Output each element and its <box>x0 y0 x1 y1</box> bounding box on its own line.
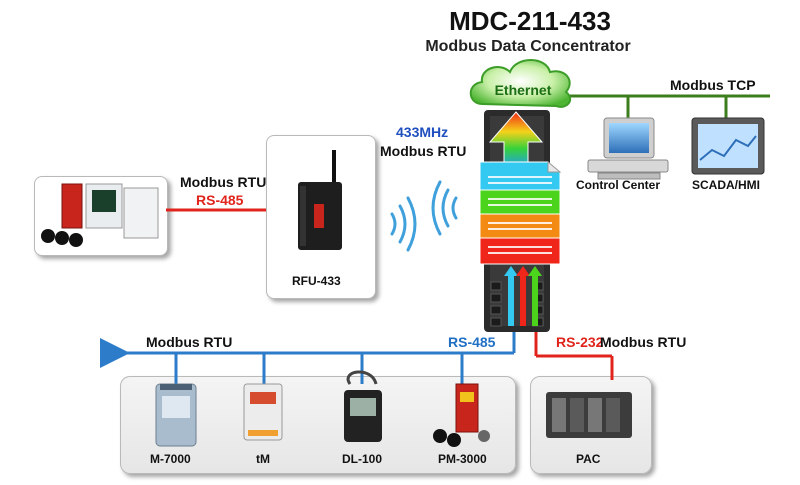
rfu433-label: RFU-433 <box>292 274 341 288</box>
wireless-wave-icon <box>390 180 458 252</box>
input-arrows <box>504 266 542 326</box>
pm3000-label: PM-3000 <box>438 452 487 466</box>
frequency-label: 433MHz <box>396 124 449 140</box>
modbus-rtu-wireless-label: Modbus RTU <box>380 143 467 159</box>
rs485-bottom-bus <box>100 332 516 384</box>
tm-module-icon <box>243 383 283 441</box>
control-center-label: Control Center <box>576 178 660 192</box>
scada-hmi-panel-icon <box>691 117 765 175</box>
dl100-logger-icon <box>344 370 382 442</box>
modbus-rtu-left-label: Modbus RTU <box>180 174 267 190</box>
data-layers <box>479 160 562 265</box>
scada-hmi-label: SCADA/HMI <box>692 178 760 192</box>
rs232-link <box>534 332 614 380</box>
modbus-tcp-label: Modbus TCP <box>670 77 756 93</box>
pac-label: PAC <box>576 452 601 466</box>
modbus-rtu-bottom-label: Modbus RTU <box>146 334 233 350</box>
tm-label: tM <box>256 452 270 466</box>
rs485-left-label: RS-485 <box>196 192 244 208</box>
ethernet-cloud-label: Ethernet <box>494 82 552 98</box>
modbus-rtu-pac-label: Modbus RTU <box>600 334 687 350</box>
control-center-pc-icon <box>587 117 669 180</box>
rfu433-radio-icon <box>298 150 342 250</box>
rs485-bottom-label: RS-485 <box>448 334 496 350</box>
rs232-label: RS-232 <box>556 334 604 350</box>
meter-devices-icon <box>41 183 159 247</box>
dl100-label: DL-100 <box>342 452 383 466</box>
m7000-module-icon <box>155 383 197 447</box>
rfu433-box <box>266 135 376 299</box>
pac-controller-icon <box>546 392 632 438</box>
ethernet-cloud-icon <box>469 59 572 108</box>
diagram-title: MDC-211-433 <box>449 6 611 36</box>
m7000-label: M-7000 <box>150 452 191 466</box>
pm3000-meter-icon <box>433 383 490 447</box>
ethernet-bus <box>560 94 770 118</box>
diagram-subtitle: Modbus Data Concentrator <box>425 38 631 55</box>
